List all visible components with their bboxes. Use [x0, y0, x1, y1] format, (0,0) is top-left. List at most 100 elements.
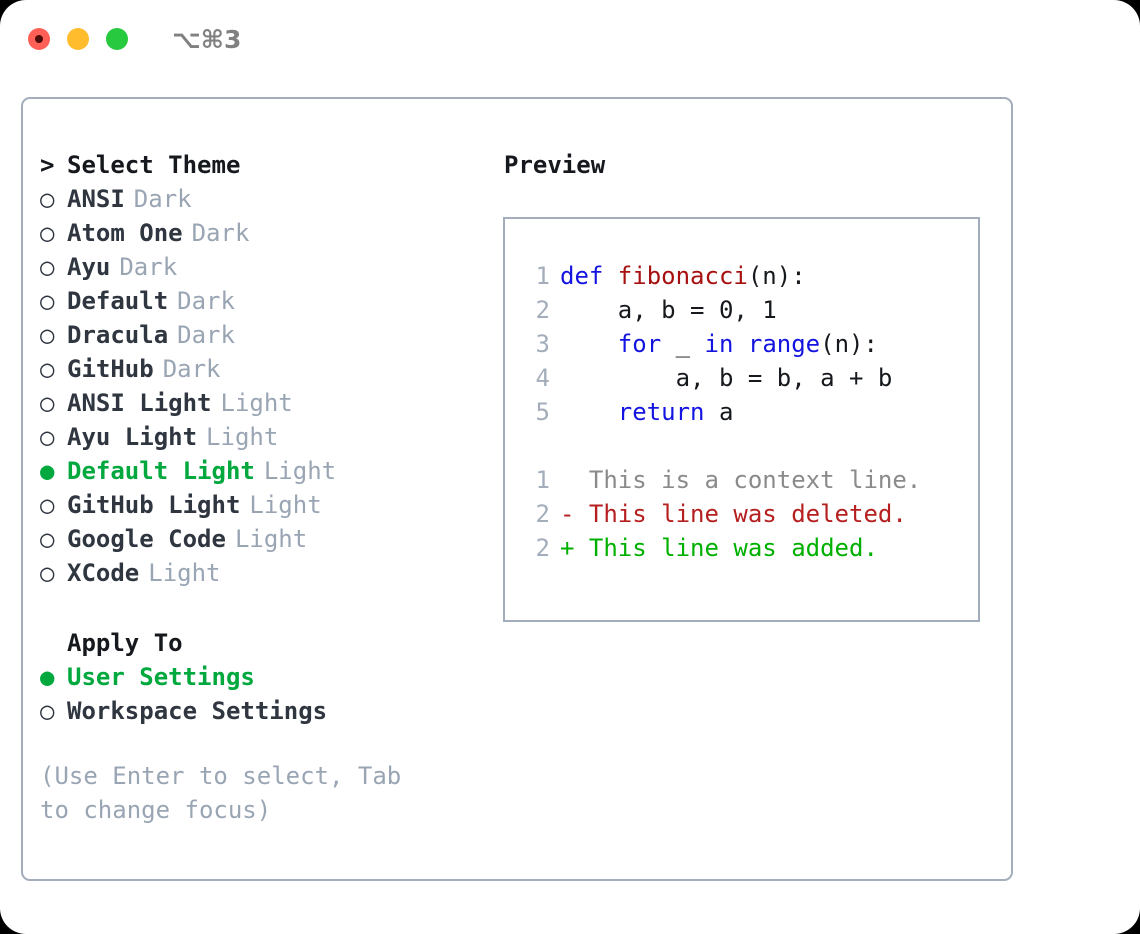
code-diff-separator — [522, 429, 978, 463]
diff-sign — [560, 463, 574, 497]
radio-unselected-icon: ○ — [40, 287, 55, 315]
line-number: 1 — [535, 466, 550, 494]
select-theme-title: Select Theme — [67, 151, 241, 179]
code-line: 2 a, b = 0, 1 — [522, 293, 978, 327]
radio-unselected-icon: ○ — [40, 253, 55, 281]
apply-to-label: User Settings — [67, 663, 255, 691]
code-token-plain — [560, 330, 618, 358]
code-text: return a — [560, 395, 734, 429]
code-token-plain: _ — [661, 330, 705, 358]
radio-unselected-icon: ○ — [40, 491, 55, 519]
apply-to-marker-spacer: ○ — [40, 626, 67, 660]
code-text: for _ in range(n): — [560, 327, 878, 361]
theme-name: XCode — [67, 559, 140, 587]
theme-variant-badge: Light — [148, 559, 221, 587]
theme-variant-badge: Dark — [177, 287, 235, 315]
radio-unselected-icon: ○ — [40, 525, 55, 553]
diff-sample: 1 This is a context line.2- This line wa… — [522, 463, 978, 565]
apply-to-item[interactable]: ○Workspace Settings — [40, 694, 503, 728]
theme-name: ANSI — [67, 185, 125, 213]
keyboard-shortcut-label: ⌥⌘3 — [172, 24, 242, 54]
theme-name: Google Code — [67, 525, 226, 553]
diff-text: This line was added. — [574, 534, 878, 562]
theme-list-item[interactable]: ● Default Light Light — [40, 454, 503, 488]
title-bar: ⌥⌘3 — [0, 0, 1140, 78]
minimize-button[interactable] — [67, 28, 89, 50]
code-token-plain: a, b = b, a + b — [560, 364, 893, 392]
line-number: 5 — [535, 398, 550, 426]
code-token-plain — [560, 398, 618, 426]
apply-to-list: ●User Settings○Workspace Settings — [40, 660, 503, 728]
code-token-plain: a, b = 0, 1 — [560, 296, 777, 324]
radio-unselected-icon: ○ — [40, 219, 55, 247]
line-number: 2 — [535, 534, 550, 562]
code-token-plain: (n): — [747, 262, 806, 290]
diff-line-added: 2 + This line was added. — [522, 531, 978, 565]
theme-name: GitHub Light — [67, 491, 241, 519]
code-line: 5 return a — [522, 395, 978, 429]
code-text: a, b = 0, 1 — [560, 293, 777, 327]
radio-unselected-icon: ○ — [40, 355, 55, 383]
close-button[interactable] — [28, 28, 50, 50]
preview-title: Preview — [504, 151, 606, 179]
diff-text: This line was deleted. — [574, 500, 907, 528]
code-token-plain: (n): — [820, 330, 878, 358]
theme-variant-badge: Light — [206, 423, 279, 451]
line-number: 4 — [535, 364, 550, 392]
theme-list-item[interactable]: ○ GitHub Light Light — [40, 488, 503, 522]
diff-line-deleted: 2- This line was deleted. — [522, 497, 978, 531]
code-line: 1 def fibonacci(n): — [522, 259, 978, 293]
theme-variant-badge: Dark — [177, 321, 235, 349]
apply-to-title: Apply To — [67, 629, 183, 657]
radio-unselected-icon: ○ — [40, 321, 55, 349]
theme-list-item[interactable]: ○ Google Code Light — [40, 522, 503, 556]
code-token-plain: a — [704, 398, 734, 426]
radio-unselected-icon: ○ — [40, 185, 55, 213]
radio-unselected-icon: ○ — [40, 697, 55, 725]
code-token-fn: fibonacci — [617, 262, 748, 290]
code-token-kw: in — [704, 330, 734, 358]
theme-variant-badge: Light — [249, 491, 322, 519]
apply-to-item[interactable]: ●User Settings — [40, 660, 503, 694]
theme-name: Atom One — [67, 219, 183, 247]
select-theme-header: > Select Theme — [40, 148, 503, 182]
theme-list-item[interactable]: ○ Atom One Dark — [40, 216, 503, 250]
code-token-plain — [733, 330, 747, 358]
theme-variant-badge: Light — [234, 525, 308, 553]
line-number: 2 — [535, 500, 550, 528]
theme-variant-badge: Dark — [191, 219, 250, 247]
diff-sign: + — [560, 534, 575, 562]
theme-name: Ayu Light — [67, 423, 198, 451]
radio-unselected-icon: ○ — [40, 423, 55, 451]
diff-line-context: 1 This is a context line. — [522, 463, 978, 497]
code-token-kw: range — [747, 330, 821, 358]
theme-name: GitHub — [67, 355, 154, 383]
code-line: 4 a, b = b, a + b — [522, 361, 978, 395]
code-text: def fibonacci(n): — [560, 259, 806, 293]
theme-variant-badge: Light — [263, 457, 337, 485]
code-token-kw: for — [617, 330, 662, 358]
diff-text: This is a context line. — [574, 466, 922, 494]
line-number: 1 — [535, 262, 550, 290]
theme-name: Default Light — [67, 457, 255, 485]
spacer — [40, 590, 503, 626]
code-token-kw: return — [617, 398, 705, 426]
radio-selected-icon: ● — [40, 457, 55, 485]
diff-sign: - — [560, 500, 575, 528]
radio-unselected-icon: ○ — [40, 389, 55, 417]
theme-list-item[interactable]: ○ Ayu Light Light — [40, 420, 503, 454]
maximize-button[interactable] — [106, 28, 128, 50]
